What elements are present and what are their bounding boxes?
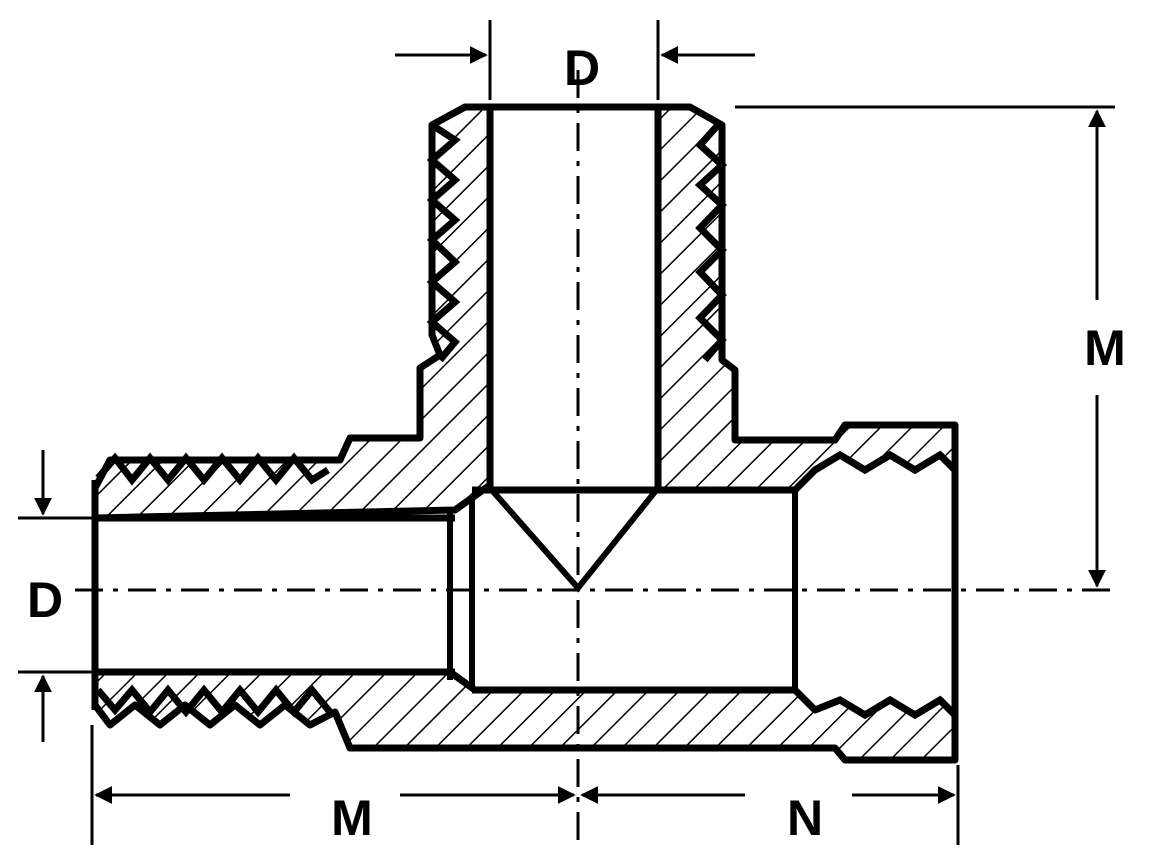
left-bottom-thread [95, 684, 333, 718]
top-right-thread [694, 122, 728, 363]
socket-top-thread [813, 450, 958, 475]
bottom-n-label: N [787, 790, 823, 846]
upper-right-wall-section [654, 103, 959, 494]
vertical-m-label: M [1084, 320, 1126, 376]
socket-bottom-thread [813, 695, 958, 720]
top-d-label: D [564, 40, 600, 96]
lower-wall-section [91, 668, 959, 764]
bottom-m-label: M [331, 790, 373, 846]
top-left-thread [426, 122, 461, 363]
left-top-thread [95, 452, 330, 486]
left-d-label: D [27, 572, 63, 628]
drill-point-cone [487, 486, 661, 593]
